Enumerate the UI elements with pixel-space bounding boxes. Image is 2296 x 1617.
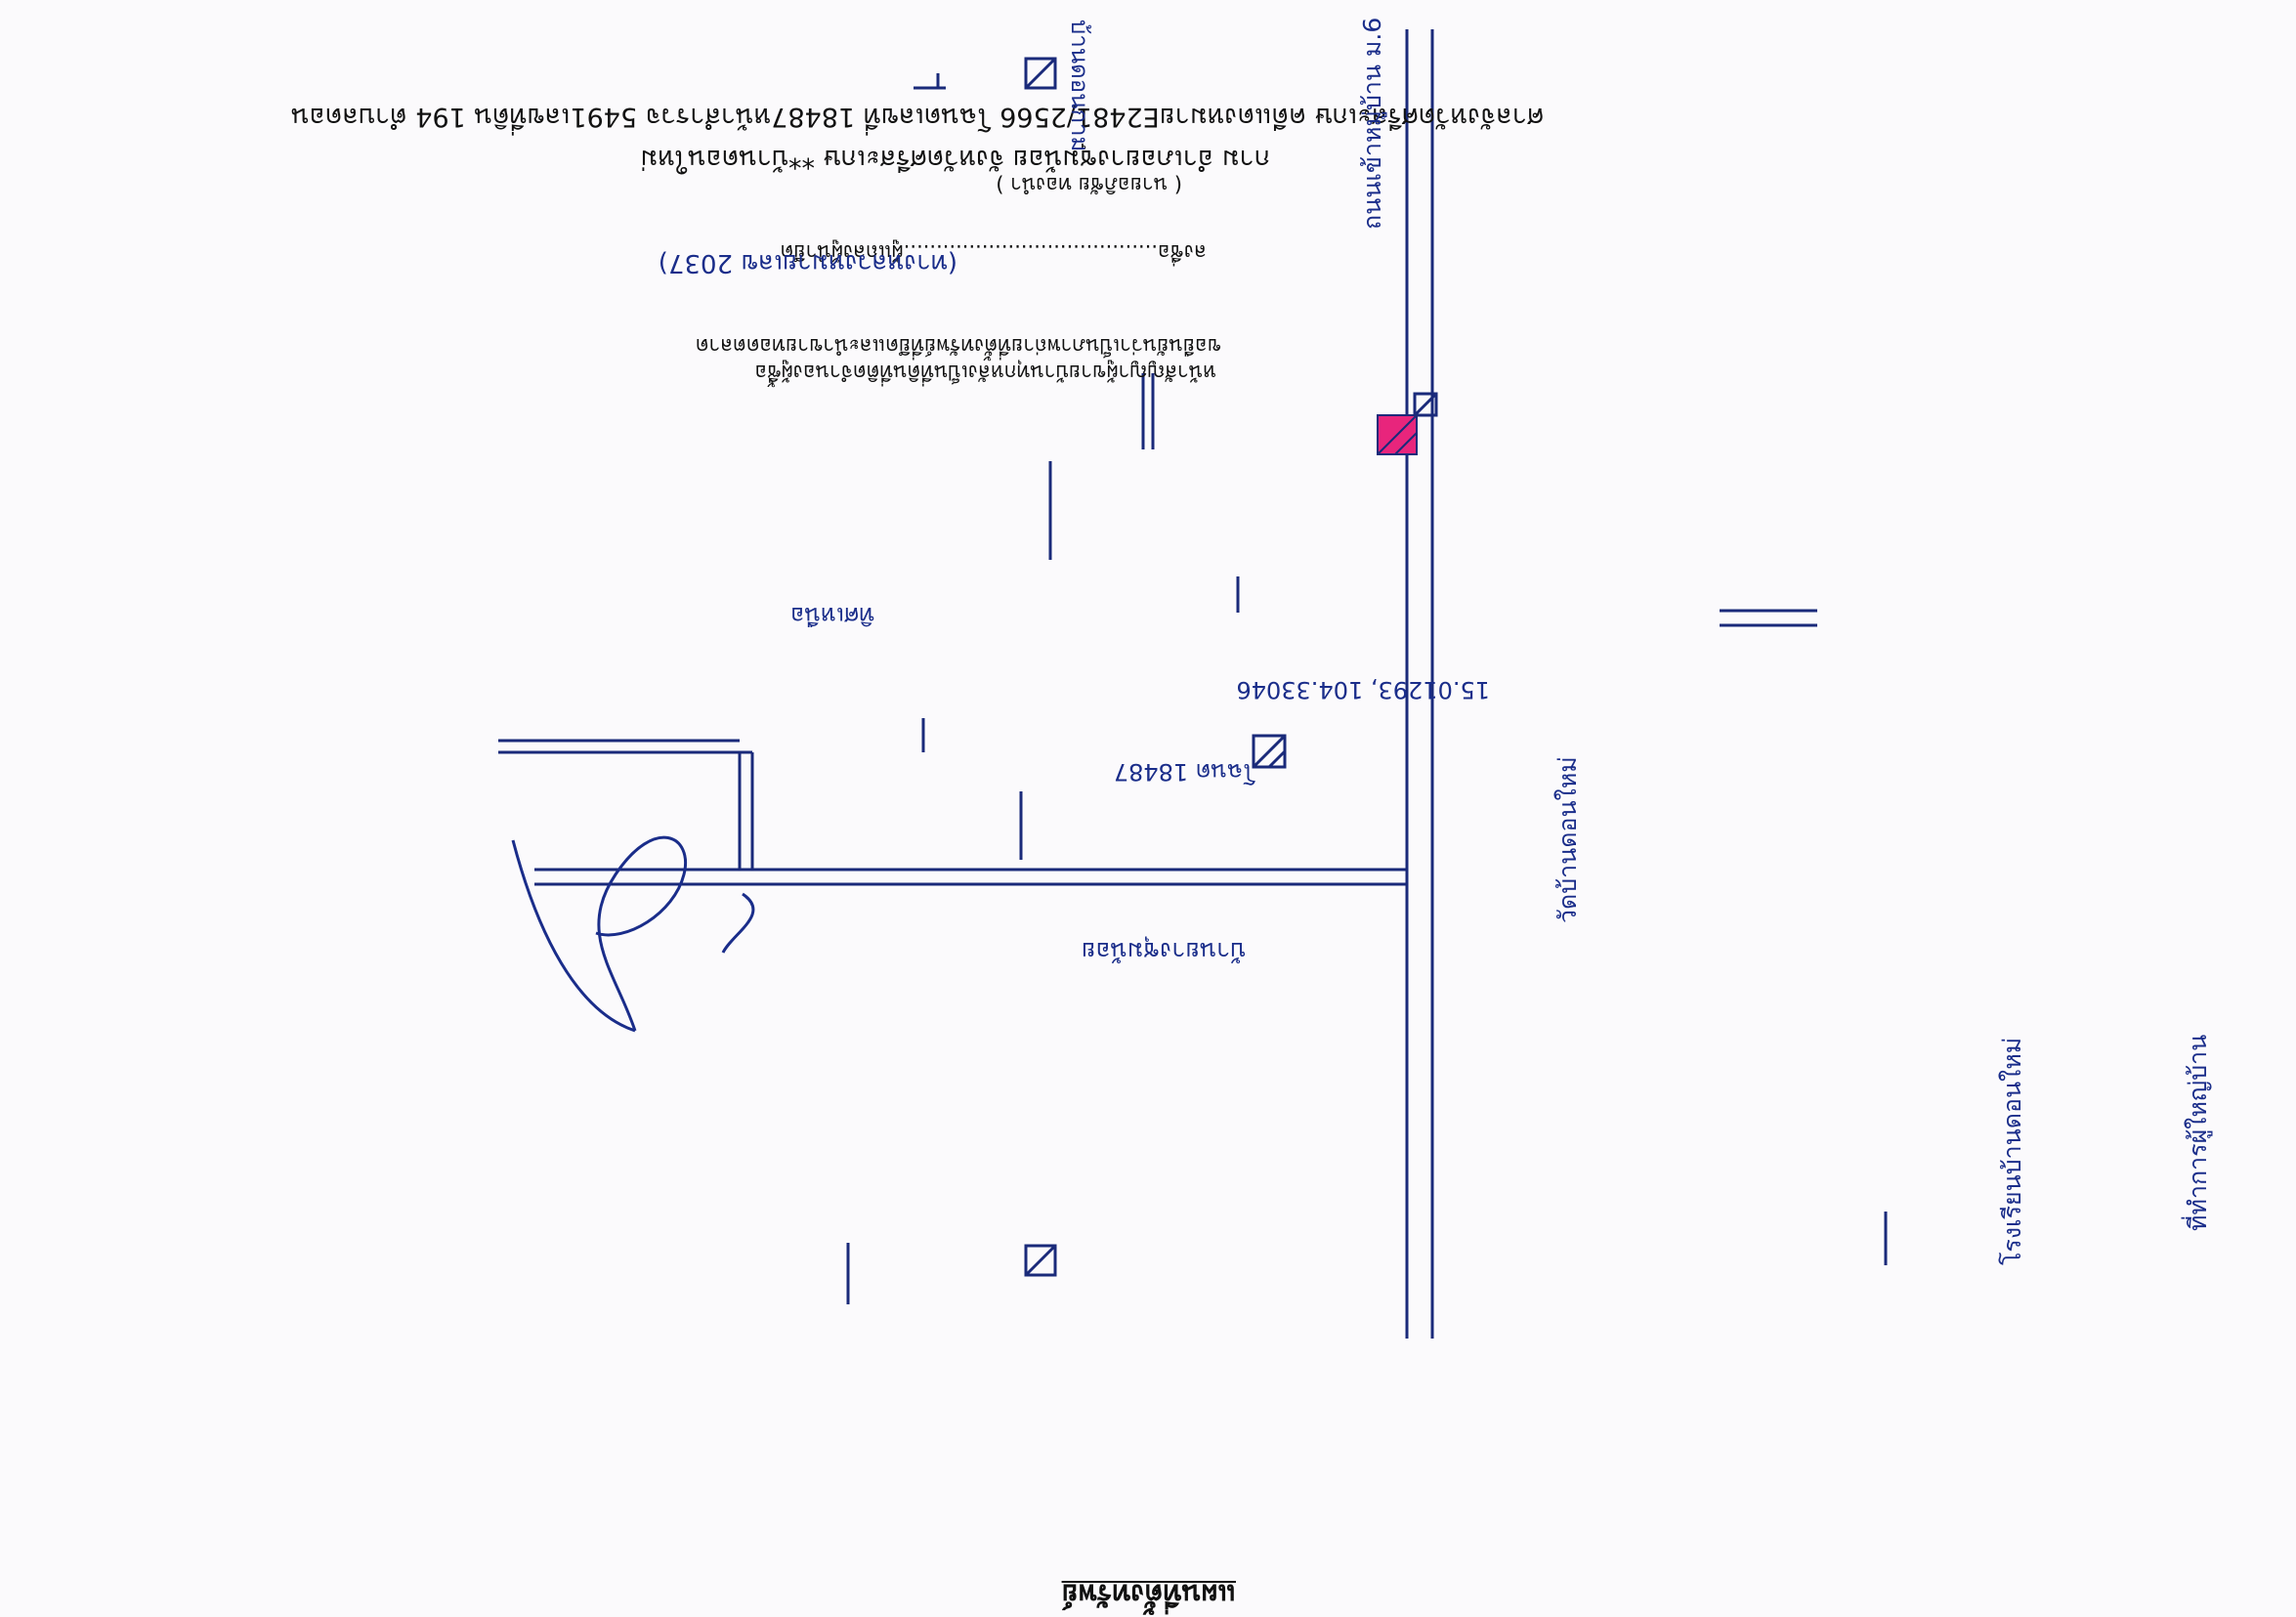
top-right-place-label: บ้านยางชุมน้อย	[1081, 937, 1246, 965]
coords-label: 15.01293, 104.33046	[1236, 676, 1490, 703]
landmark-bottom-left-icon	[1024, 1244, 1057, 1277]
north-label: ทิศเหนือ	[790, 602, 874, 629]
bottom-right-place-label: บ้านดอนกาม	[1066, 20, 1093, 152]
signer-name: ( นายอภิชัย ทองนำ )	[996, 173, 1182, 196]
temple-label: วัดบ้านดอนใหม่	[1553, 756, 1582, 923]
village-office-label: ที่ทำการผู้ใหญ่บ้าน	[2184, 1034, 2212, 1231]
deed-label: โฉนด 18487	[1113, 758, 1255, 786]
landmark-junction-icon	[1413, 392, 1438, 417]
certification-line-2: หน้าสัญญาผู้ขายบ้านทุกหลังเป็นที่ดินที่ต…	[754, 361, 1216, 384]
school-label: โรงเรียนบ้านดอนใหม่	[1998, 1037, 2026, 1265]
road-name-label: ถนนเข้าหมู่บ้าน ม.6	[1358, 17, 1386, 230]
highway-label: (ทางหลวงหมายเลข 2037)	[658, 248, 957, 277]
map-title: แผนที่ตั้งทรัพย์	[1061, 1578, 1236, 1611]
signature-scribble	[511, 835, 755, 1033]
landmark-top-right-icon	[1024, 57, 1057, 90]
